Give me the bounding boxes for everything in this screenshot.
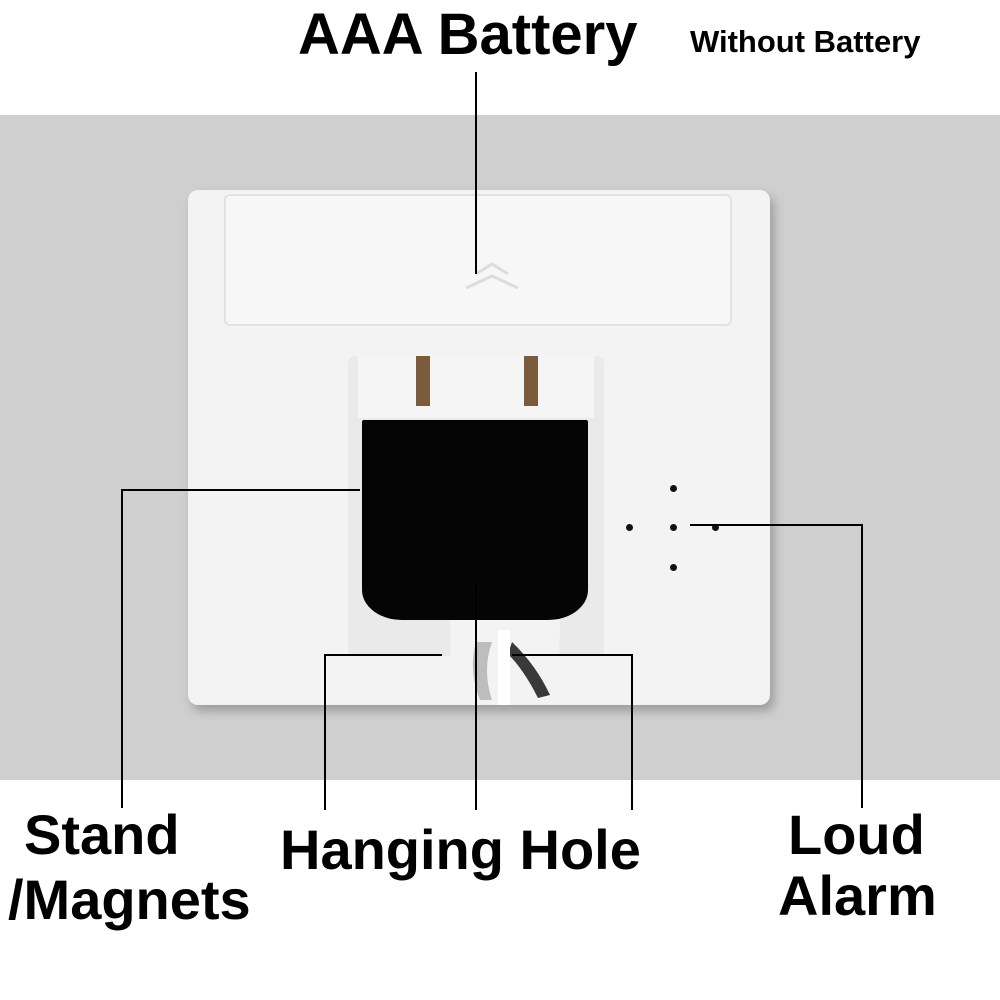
- battery-note-label: Without Battery: [690, 24, 921, 59]
- alarm-device-back: [188, 190, 770, 705]
- speaker-hole: [712, 524, 719, 531]
- stand-leader-line: [121, 489, 360, 808]
- hanging-left-leader-line: [324, 654, 442, 810]
- alarm-label: Alarm: [778, 864, 937, 927]
- battery-label: AAA Battery: [298, 2, 638, 67]
- speaker-hole: [670, 524, 677, 531]
- speaker-hole: [670, 564, 677, 571]
- magnets-label: /Magnets: [8, 868, 251, 931]
- hanging-right-leader-line: [512, 654, 633, 810]
- speaker-hole: [626, 524, 633, 531]
- clip-gap-left: [416, 356, 430, 406]
- stand-cavity: [348, 356, 604, 656]
- arrow-up-icon: [465, 262, 519, 290]
- hanging-hole-label: Hanging Hole: [280, 818, 641, 881]
- battery-compartment-lid: [224, 194, 732, 326]
- speaker-hole: [670, 485, 677, 492]
- clip-gap-right: [524, 356, 538, 406]
- stand-label: Stand: [24, 803, 180, 866]
- alarm-leader-line: [690, 524, 863, 808]
- loud-label: Loud: [788, 803, 925, 866]
- hinge-clips: [358, 356, 594, 418]
